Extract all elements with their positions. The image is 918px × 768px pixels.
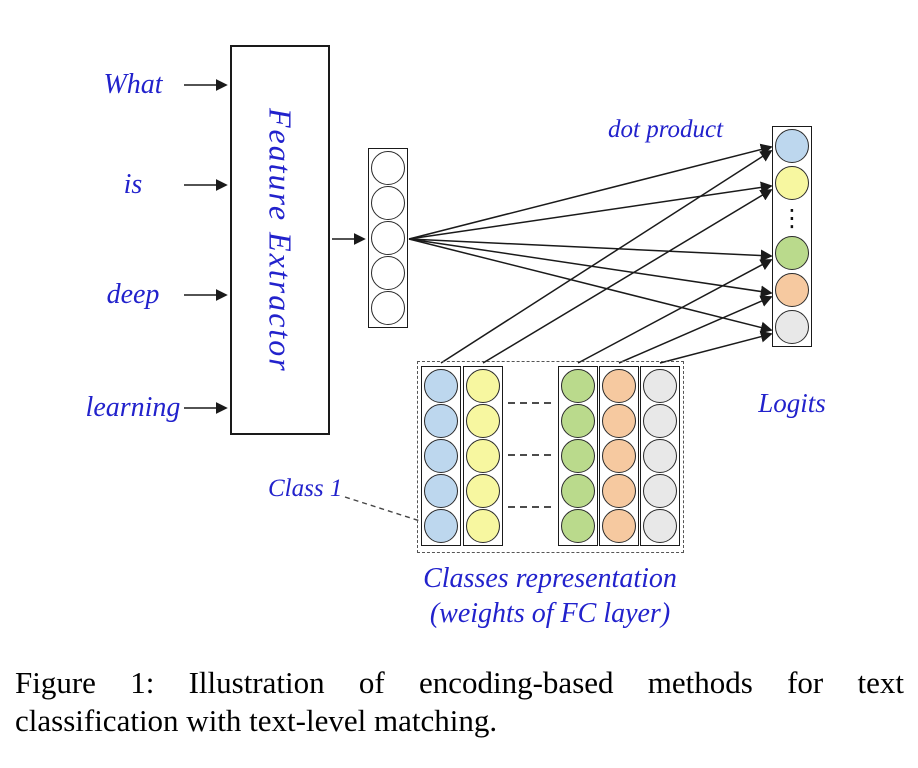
class3-circle [561,369,595,403]
class3-circle [561,509,595,543]
class2-circle [466,439,500,473]
dot-product-arrows [408,143,773,334]
input-word-arrows [184,79,228,414]
figure-caption: Figure 1: Illustration of encoding-based… [15,664,904,740]
class-column-4 [599,366,639,546]
input-word-what: What [103,69,163,100]
class3-circle [561,439,595,473]
class-column-2 [463,366,503,546]
logit-circle-class5 [775,310,809,344]
class5-circle [643,404,677,438]
classes-representation-group [417,361,684,553]
dot-product-label: dot product [608,116,724,143]
arrow-class5-logit5 [659,330,773,364]
input-word-is: is [123,169,143,200]
arrow-class4-logit4 [618,295,773,364]
feature-circle [371,291,405,325]
class2-circle [466,369,500,403]
feature-circle [371,186,405,220]
logit-circle-class3 [775,236,809,270]
class1-pointer-line [344,496,421,522]
class1-label: Class 1 [268,475,343,502]
figure-caption-line2: classification with text-level matching. [15,703,498,738]
class4-circle [602,474,636,508]
feature-vector [368,148,408,328]
arrow-class3-logit3 [577,259,773,364]
figure-caption-line1: Figure 1: Illustration of encoding-based… [15,665,904,700]
class5-circle [643,369,677,403]
class4-circle [602,439,636,473]
logit-circle-class1 [775,129,809,163]
class1-circle [424,509,458,543]
arrow-feature-logit2 [408,181,773,240]
classes-representation-caption: Classes representation (weights of FC la… [400,561,700,631]
ellipsis-dashes [508,402,553,508]
class1-circle [424,439,458,473]
classes-caption-line2: (weights of FC layer) [429,598,671,629]
class2-circle [466,509,500,543]
arrow-class2-logit2 [482,189,773,364]
feature-extractor-box: Feature Extractor [230,45,330,435]
arrows-layer [184,79,773,522]
class3-circle [561,474,595,508]
class-column-5 [640,366,680,546]
class-column-1 [421,366,461,546]
logit-circle-class4 [775,273,809,307]
arrow-feature-logit5 [408,238,773,334]
feature-circle [371,221,405,255]
class5-circle [643,439,677,473]
class4-circle [602,369,636,403]
logit-circle-class2 [775,166,809,200]
class1-circle [424,474,458,508]
class5-circle [643,474,677,508]
class4-circle [602,404,636,438]
classes-caption-line1: Classes representation [423,563,677,594]
class3-circle [561,404,595,438]
arrow-class1-logit1 [440,150,773,364]
class2-circle [466,474,500,508]
class-column-3 [558,366,598,546]
feature-circle [371,151,405,185]
input-word-deep: deep [106,279,160,310]
arrow-feature-logit4 [408,238,773,298]
class4-circle [602,509,636,543]
class-to-logit-arrows [440,150,773,364]
class5-circle [643,509,677,543]
feature-circle [371,256,405,290]
class2-circle [466,404,500,438]
logits-vector: ⋮ [772,126,812,347]
logits-label: Logits [758,388,826,418]
arrow-feature-logit1 [408,143,773,240]
arrow-feature-logit3 [408,238,773,262]
logits-ellipsis: ⋮ [780,204,804,232]
class1-circle [424,369,458,403]
class1-circle [424,404,458,438]
input-word-learning: learning [85,392,181,423]
feature-extractor-label: Feature Extractor [262,107,299,373]
